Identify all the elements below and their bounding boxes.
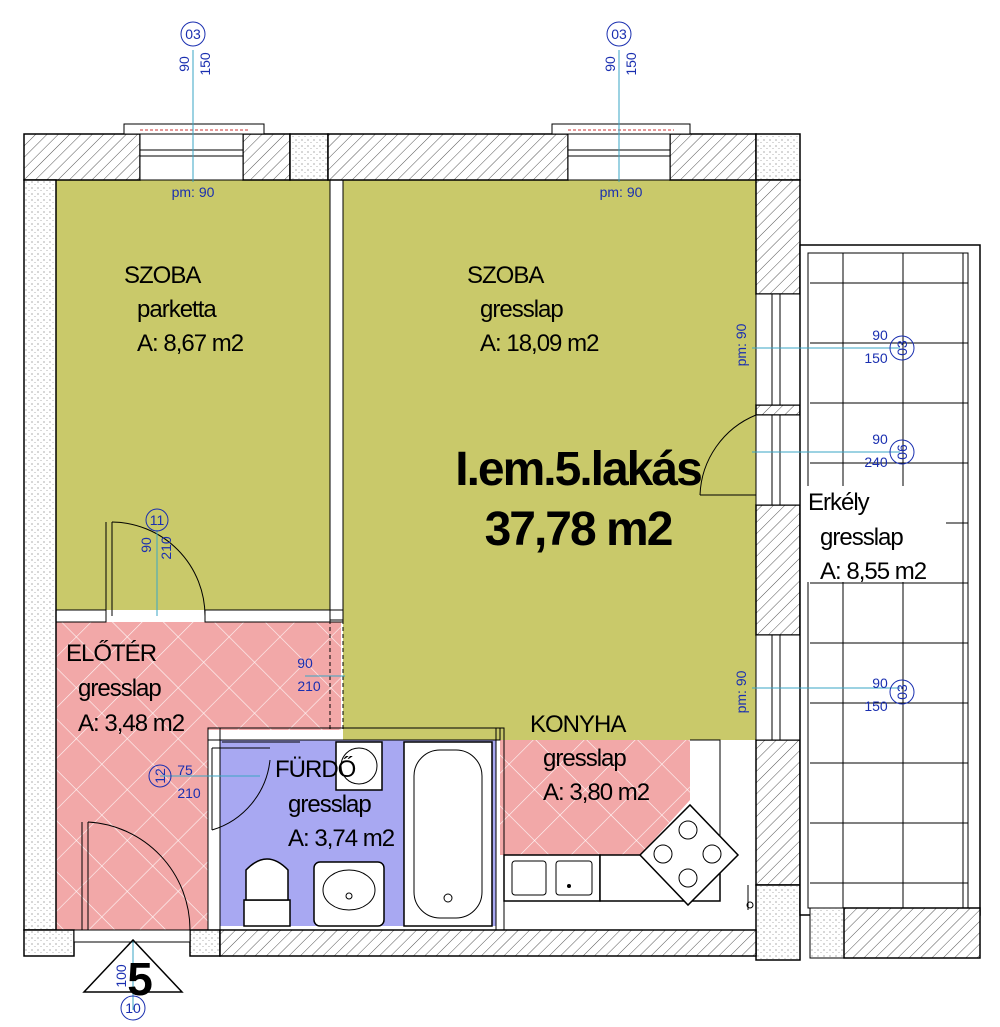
svg-text:5: 5 xyxy=(127,953,153,1005)
svg-text:gresslap: gresslap xyxy=(480,296,563,323)
svg-text:10: 10 xyxy=(125,1000,141,1016)
tag-window-top-left: 03 90 150 pm: 90 xyxy=(172,21,215,200)
tile-grid-konyha xyxy=(500,740,690,855)
room-fill-szoba2 xyxy=(343,180,756,740)
svg-text:03: 03 xyxy=(894,340,910,356)
svg-text:37,78 m2: 37,78 m2 xyxy=(485,503,672,556)
walls xyxy=(23,133,801,961)
svg-text:03: 03 xyxy=(185,26,201,42)
door-balcony xyxy=(699,414,801,506)
svg-text:gresslap: gresslap xyxy=(288,791,371,818)
svg-text:gresslap: gresslap xyxy=(543,745,626,772)
window-top-right xyxy=(551,123,691,181)
svg-text:90: 90 xyxy=(872,327,888,343)
svg-text:06: 06 xyxy=(894,444,910,460)
svg-text:A: 8,67 m2: A: 8,67 m2 xyxy=(137,330,244,357)
svg-text:pm: 90: pm: 90 xyxy=(733,670,749,713)
entrance-marker: 5 100 10 xyxy=(82,938,184,1021)
door-furdo xyxy=(211,741,300,831)
tag-opening-eloter: 90 210 xyxy=(297,655,321,694)
svg-text:FÜRDŐ: FÜRDŐ xyxy=(275,756,356,783)
svg-text:150: 150 xyxy=(623,52,639,76)
tag-door-balcony: 90 240 06 xyxy=(864,431,915,470)
svg-text:100: 100 xyxy=(113,964,129,988)
svg-text:90: 90 xyxy=(176,56,192,72)
svg-text:pm: 90: pm: 90 xyxy=(600,184,643,200)
label-eloter: ELŐTÉR gresslap A: 3,48 m2 xyxy=(66,640,186,737)
svg-text:A: 8,55 m2: A: 8,55 m2 xyxy=(820,558,927,585)
label-furdo: FÜRDŐ gresslap A: 3,74 m2 xyxy=(275,756,396,852)
window-right-upper xyxy=(755,285,804,410)
cooktop xyxy=(638,803,740,907)
svg-text:210: 210 xyxy=(158,536,174,560)
door-entrance xyxy=(73,821,191,943)
svg-text:90: 90 xyxy=(872,675,888,691)
svg-text:parketta: parketta xyxy=(137,296,217,323)
svg-text:150: 150 xyxy=(197,52,213,76)
balcony xyxy=(799,244,981,959)
opening-eloter xyxy=(329,620,344,730)
door-szoba1 xyxy=(105,521,206,617)
tag-door-szoba1: 11 90 210 xyxy=(138,508,174,560)
tile-grid-eloter-lower xyxy=(56,730,208,930)
tile-grid-eloter xyxy=(56,622,341,730)
label-erkely: Erkély gresslap A: 8,55 m2 xyxy=(806,486,946,585)
tag-window-top-right: 03 90 150 pm: 90 xyxy=(600,21,643,200)
label-szoba1: SZOBA parketta A: 8,67 m2 xyxy=(124,262,245,357)
apartment-title: I.em.5.lakás 37,78 m2 xyxy=(455,443,703,556)
svg-text:A: 3,80 m2: A: 3,80 m2 xyxy=(543,779,650,806)
svg-text:ELŐTÉR: ELŐTÉR xyxy=(66,640,157,667)
svg-text:Erkély: Erkély xyxy=(808,489,870,516)
svg-text:A: 3,74 m2: A: 3,74 m2 xyxy=(288,825,395,852)
svg-text:90: 90 xyxy=(297,655,313,671)
svg-text:90: 90 xyxy=(872,431,888,447)
svg-text:gresslap: gresslap xyxy=(78,675,161,702)
tag-door-furdo: 12 75 210 xyxy=(148,762,201,801)
svg-text:SZOBA: SZOBA xyxy=(124,262,201,289)
svg-text:KONYHA: KONYHA xyxy=(530,711,626,738)
washbasin xyxy=(313,861,385,927)
svg-text:SZOBA: SZOBA xyxy=(467,262,544,289)
toilet xyxy=(243,858,291,927)
svg-text:90: 90 xyxy=(138,537,154,553)
svg-text:150: 150 xyxy=(864,350,888,366)
svg-text:240: 240 xyxy=(864,454,888,470)
svg-text:75: 75 xyxy=(177,762,193,778)
svg-text:I.em.5.lakás: I.em.5.lakás xyxy=(455,443,701,496)
washing-machine xyxy=(335,741,383,791)
svg-text:90: 90 xyxy=(602,56,618,72)
label-szoba2: SZOBA gresslap A: 18,09 m2 xyxy=(467,262,600,357)
svg-text:A: 3,48 m2: A: 3,48 m2 xyxy=(78,710,185,737)
label-konyha: KONYHA gresslap A: 3,80 m2 xyxy=(530,711,651,806)
tag-window-right-lower: pm: 90 90 150 03 xyxy=(733,670,915,714)
svg-text:11: 11 xyxy=(150,512,165,528)
svg-text:A: 18,09 m2: A: 18,09 m2 xyxy=(480,330,599,357)
svg-text:150: 150 xyxy=(864,698,888,714)
room-fill-szoba1 xyxy=(56,180,330,610)
bathtub xyxy=(403,741,493,927)
svg-text:12: 12 xyxy=(152,768,168,784)
svg-text:03: 03 xyxy=(611,26,627,42)
svg-text:gresslap: gresslap xyxy=(820,524,903,551)
svg-text:03: 03 xyxy=(894,684,910,700)
svg-text:210: 210 xyxy=(177,785,201,801)
tag-window-right-upper: pm: 90 90 150 03 xyxy=(733,323,915,366)
svg-text:pm: 90: pm: 90 xyxy=(733,323,749,366)
window-top-left xyxy=(123,123,265,181)
svg-text:pm: 90: pm: 90 xyxy=(172,184,215,200)
svg-text:210: 210 xyxy=(297,678,321,694)
